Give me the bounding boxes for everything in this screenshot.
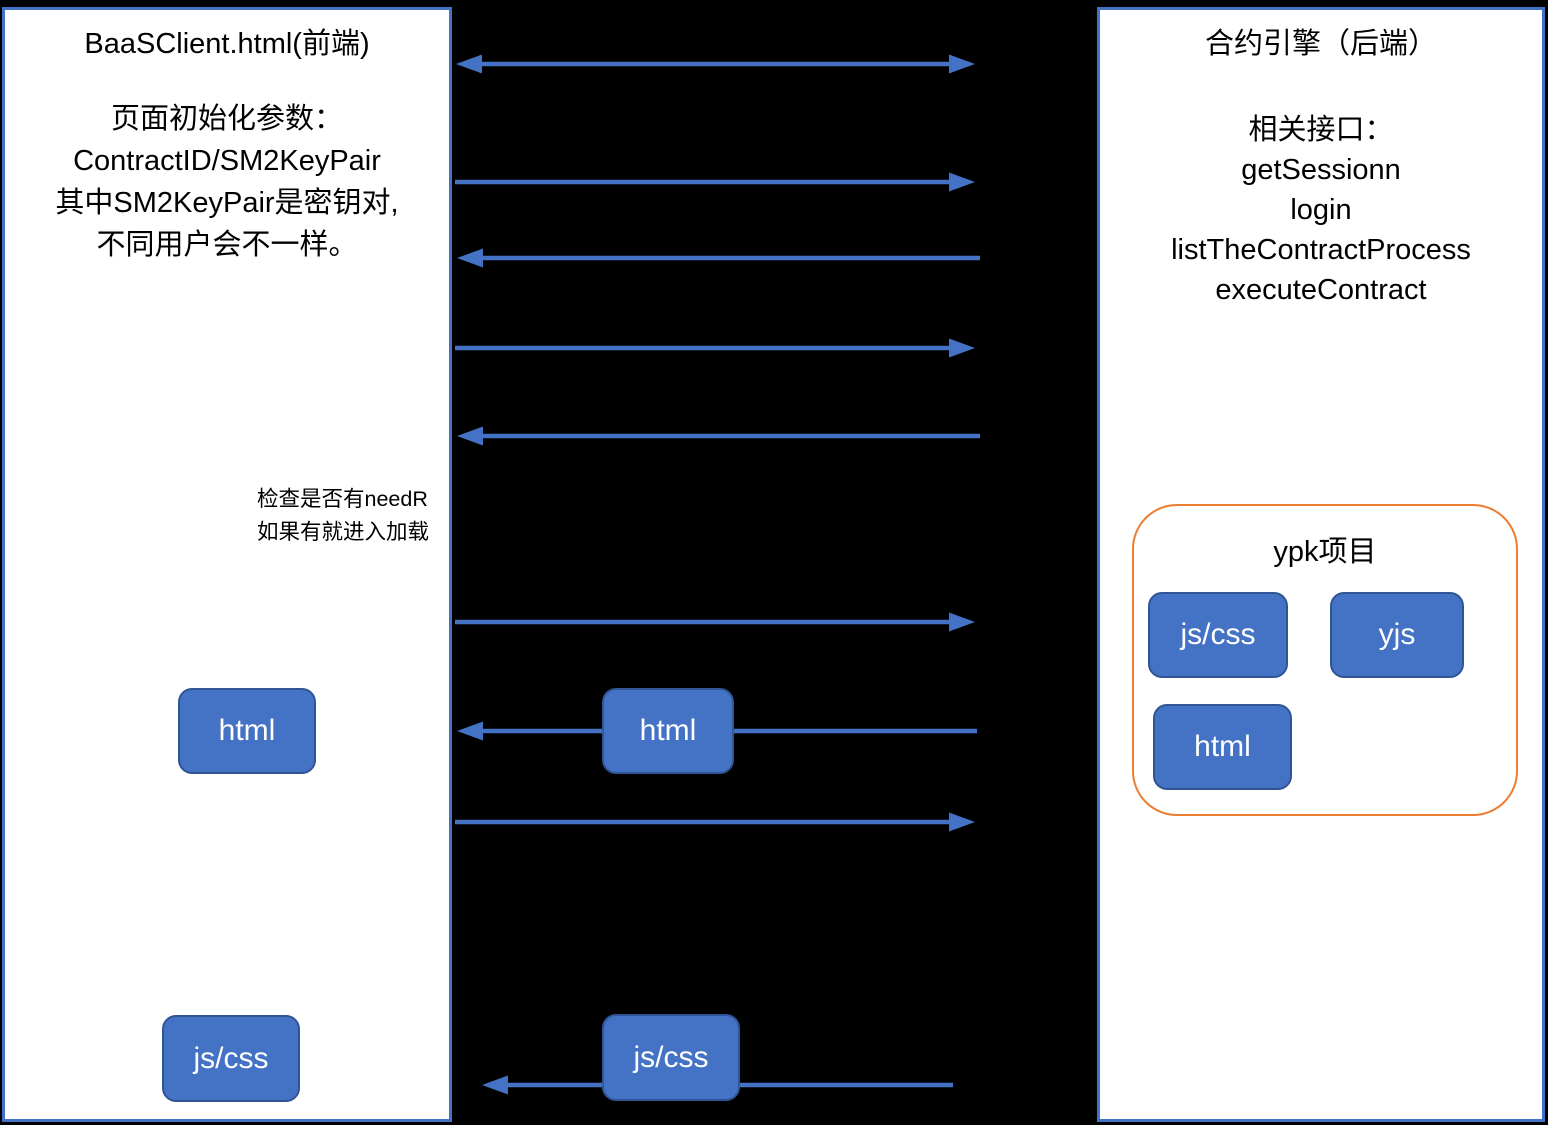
- backend-api-list: 相关接口： getSessionn login listTheContractP…: [1100, 110, 1542, 310]
- arrow-4-right: [455, 338, 975, 358]
- arrow-6-right: [455, 612, 975, 632]
- ypk-project-container: ypk项目 js/css yjs html: [1132, 504, 1518, 816]
- arrow-2-right: [455, 172, 975, 192]
- frontend-jscss-box: js/css: [162, 1015, 300, 1102]
- frontend-init-params-line: ContractID/SM2KeyPair: [73, 145, 381, 177]
- ypk-html-box: html: [1153, 704, 1292, 790]
- ypk-jscss-box: js/css: [1148, 592, 1288, 678]
- frontend-panel: BaaSClient.html(前端) 页面初始化参数： ContractID/…: [2, 7, 452, 1122]
- arrow-8-right: [455, 812, 975, 832]
- backend-api-line: executeContract: [1215, 274, 1427, 306]
- arrow-3-left: [457, 248, 980, 268]
- backend-panel: 合约引擎（后端） 相关接口： getSessionn login listThe…: [1097, 7, 1545, 1122]
- frontend-check-note: 检查是否有needR 如果有就进入加载: [257, 483, 429, 549]
- frontend-init-params-line: 页面初始化参数：: [110, 103, 343, 135]
- frontend-init-params-text: 页面初始化参数： ContractID/SM2KeyPair 其中SM2KeyP…: [5, 98, 449, 266]
- frontend-init-params-line: 其中SM2KeyPair是密钥对,: [55, 187, 399, 219]
- transfer-html-box: html: [602, 688, 734, 774]
- frontend-html-box: html: [178, 688, 316, 774]
- backend-api-line: login: [1290, 194, 1352, 226]
- ypk-project-title: ypk项目: [1273, 536, 1377, 568]
- arrow-5-left: [457, 426, 980, 446]
- frontend-check-note-line: 检查是否有needR: [257, 487, 428, 511]
- backend-api-line: getSessionn: [1241, 154, 1401, 186]
- backend-api-line: 相关接口：: [1248, 114, 1394, 146]
- backend-api-line: listTheContractProcess: [1171, 234, 1471, 266]
- frontend-panel-title: BaaSClient.html(前端): [84, 28, 370, 60]
- ypk-yjs-box: yjs: [1330, 592, 1464, 678]
- frontend-init-params-line: 不同用户会不一样。: [96, 229, 358, 261]
- transfer-jscss-box: js/css: [602, 1014, 740, 1101]
- arrow-1-both: [456, 54, 975, 74]
- backend-panel-title: 合约引擎（后端）: [1204, 28, 1437, 60]
- frontend-check-note-line: 如果有就进入加载: [257, 520, 430, 544]
